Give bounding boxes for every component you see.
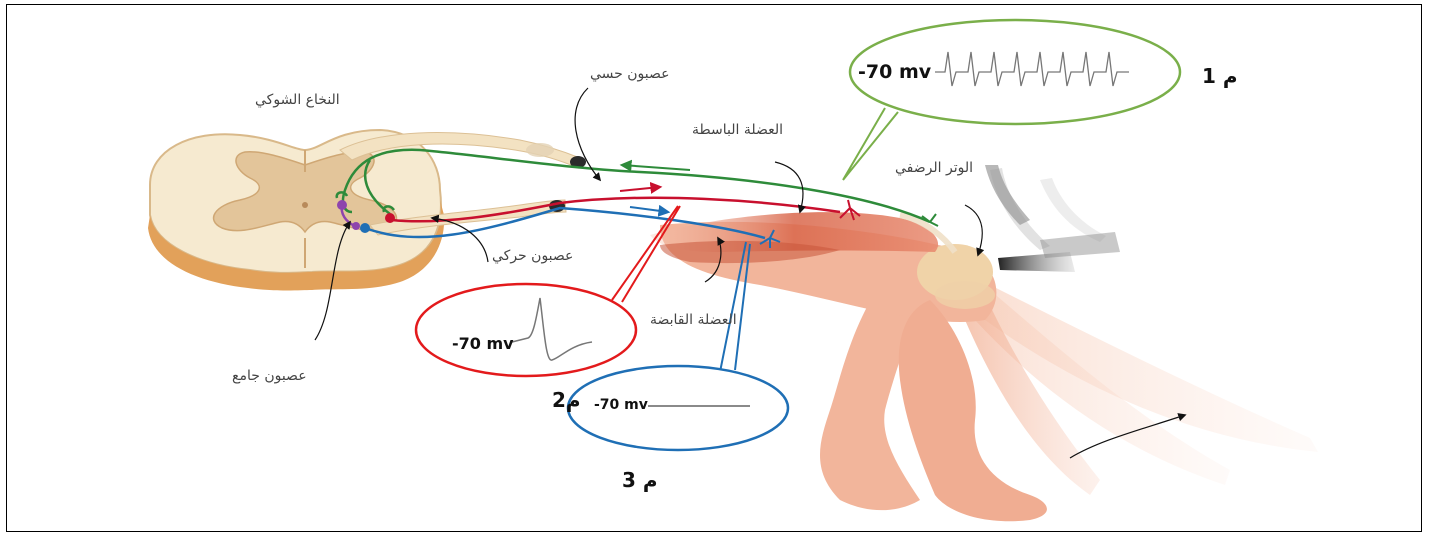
recording-balloon-1: [843, 20, 1180, 180]
flexor-muscle-label: العضلة القابضة: [650, 312, 737, 328]
reflex-hammer: [985, 165, 1120, 272]
recording-1-potential: -70 mv: [858, 61, 931, 83]
recording-3-potential: -70 mv: [594, 397, 648, 413]
extensor-muscle-label: العضلة الباسطة: [692, 122, 783, 138]
sensory-neuron-label: عصبون حسي: [590, 66, 670, 82]
spinal-cord-label: النخاع الشوكي: [255, 92, 340, 108]
recording-site-1-number: 1: [1202, 64, 1216, 88]
recording-site-2-number: 2: [552, 388, 566, 412]
recording-site-2-letter: م: [566, 388, 581, 412]
recording-site-1-tag: 1 م: [1202, 64, 1238, 88]
recording-2-potential: -70 mv: [452, 334, 514, 353]
leg-illustration: [660, 222, 1318, 521]
spinal-cord: [148, 130, 444, 291]
interneuron-body: [337, 200, 347, 210]
recording-site-3-tag: 3 م: [622, 468, 658, 492]
motor-neuron-label: عصبون حركي: [492, 248, 573, 264]
recording-site-1-letter: م: [1223, 64, 1238, 88]
recording-site-3-letter: م: [643, 468, 658, 492]
recording-site-2-tag: 2م: [552, 388, 581, 412]
recording-site-3-number: 3: [622, 468, 636, 492]
patellar-tendon-label: الوتر الرضفي: [895, 160, 973, 176]
interneuron-label: عصبون جامع: [232, 368, 307, 384]
